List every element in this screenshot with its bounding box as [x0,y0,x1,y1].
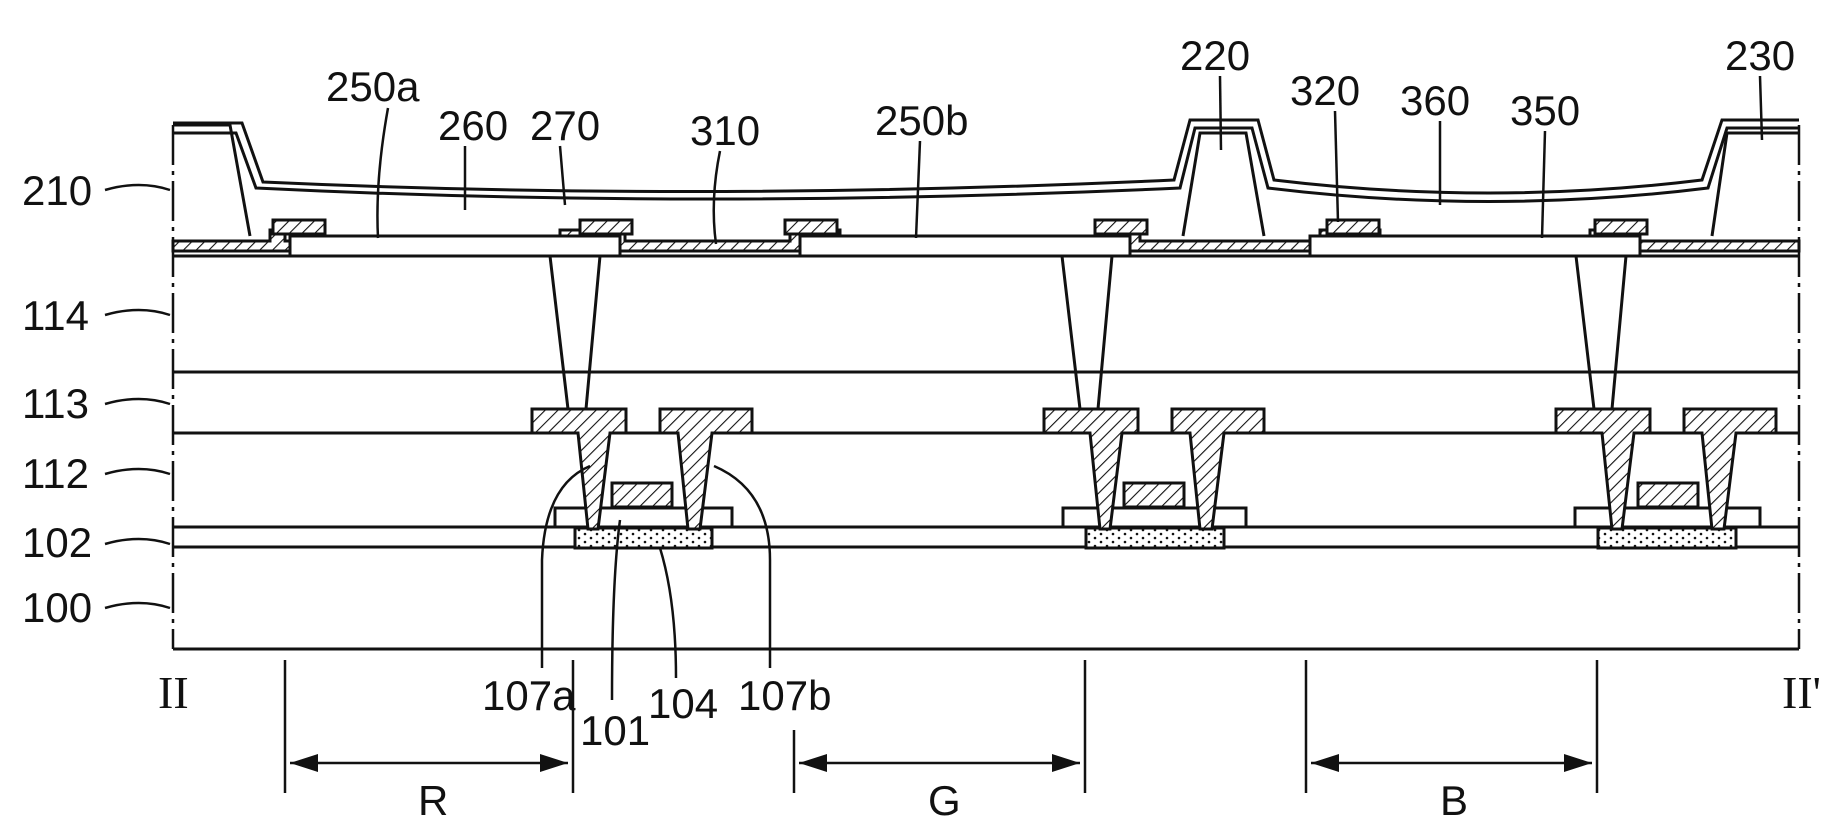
drain-electrode [1172,409,1264,529]
contact-cap [785,220,837,234]
label-114: 114 [22,292,89,339]
leader-220 [1220,76,1221,150]
region-b-arrow [1311,754,1592,772]
label-101: 101 [580,707,650,754]
layer-stack [173,125,1799,649]
label-350: 350 [1510,87,1580,134]
layer-labels: 210 114 113 112 102 100 [22,167,170,631]
gate-electrode [612,483,672,507]
label-320: 320 [1290,67,1360,114]
anode-250b [800,236,1130,256]
region-g-arrow [799,754,1080,772]
contact-cap [580,220,632,234]
label-113: 113 [22,380,89,427]
drain-electrode [1684,409,1776,529]
leader-210 [105,185,170,190]
contact-cap [1095,220,1147,234]
region-label-g: G [928,777,961,824]
gate-electrode [1638,483,1698,507]
bank-230 [1712,133,1799,236]
contact-cap [273,220,325,234]
leader-107b [714,466,770,668]
active-layer [575,528,712,548]
label-210: 210 [22,167,92,214]
leader-250a [377,108,388,238]
active-layer [1086,528,1224,548]
contact-cap [1595,220,1647,234]
pixel-layer [173,120,1799,256]
top-labels: 250a 260 270 310 250b 220 320 360 350 23… [326,32,1795,244]
label-112: 112 [22,450,89,497]
source-electrode [1556,409,1650,529]
source-electrode [1044,409,1138,529]
leader-270 [560,146,565,205]
drain-electrode [660,409,752,529]
label-100: 100 [22,584,92,631]
section-mark-right: II' [1782,667,1821,718]
anode-250a [290,236,620,256]
label-250b: 250b [875,97,968,144]
leader-350 [1542,131,1545,238]
label-260: 260 [438,102,508,149]
leader-100 [105,603,170,608]
leader-107a [542,466,590,668]
leader-104 [660,548,676,678]
label-310: 310 [690,107,760,154]
leader-114 [105,310,170,315]
label-107b: 107b [738,672,831,719]
contact-cap [1327,220,1379,234]
tft-blue [1556,256,1776,548]
label-102: 102 [22,519,92,566]
tft-red [173,256,1063,548]
tft-green [1044,256,1575,548]
section-mark-left: II [158,667,189,718]
label-250a: 250a [326,63,420,110]
leader-230 [1760,76,1762,140]
label-104: 104 [648,680,718,727]
region-label-r: R [418,777,448,824]
source-electrode [532,409,626,529]
label-220: 220 [1180,32,1250,79]
anode-350 [1310,236,1640,256]
leader-112 [105,469,170,474]
bank-220 [1183,133,1264,236]
label-270: 270 [530,102,600,149]
active-layer [1598,528,1736,548]
leader-320 [1335,111,1338,222]
region-label-b: B [1440,777,1468,824]
leader-113 [105,399,170,404]
label-107a: 107a [482,672,576,719]
leader-102 [105,539,170,544]
gate-electrode [1124,483,1184,507]
label-230: 230 [1725,32,1795,79]
label-360: 360 [1400,77,1470,124]
region-r-arrow [290,754,568,772]
